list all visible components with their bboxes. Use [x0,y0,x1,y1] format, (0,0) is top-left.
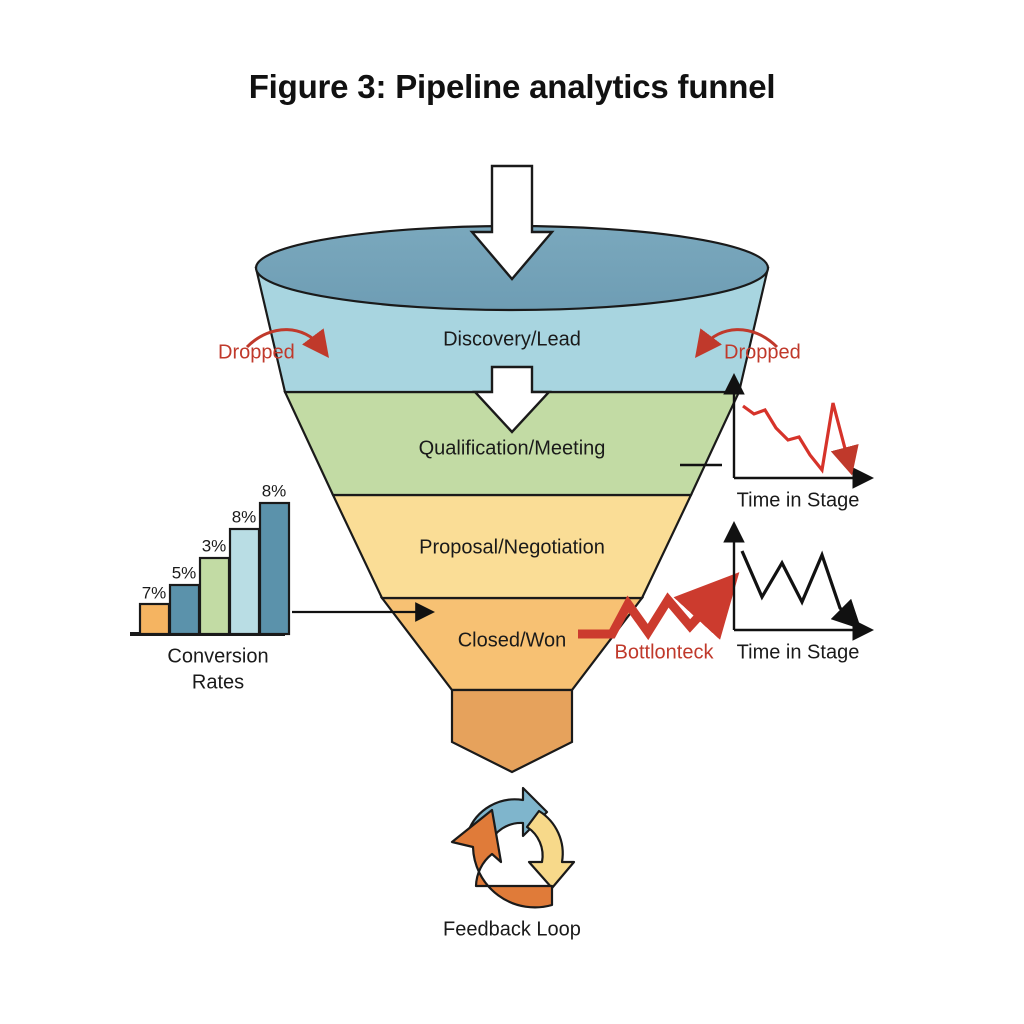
funnel-stage-label-4: Closed/Won [458,629,567,651]
bar-value-1: 7% [142,583,167,602]
top-chart-line [742,402,859,476]
time-in-stage-chart-bottom: Time in Stage [723,521,874,663]
funnel-stage-label-1: Discovery/Lead [443,328,581,350]
bar-3[interactable] [198,556,231,636]
funnel-spout [450,688,574,774]
bar-2[interactable] [168,583,201,636]
funnel-graphic: Discovery/Lead Qualification/Meeting Pro… [254,164,770,774]
bottom-chart-caption: Time in Stage [737,641,860,663]
bar-4[interactable] [228,527,261,636]
feedback-loop-label: Feedback Loop [443,918,581,940]
bottleneck-zigzag-icon [578,572,740,641]
feedback-arc-yellow [525,809,576,890]
feedback-arc-orange [450,808,554,909]
feedback-loop-icon[interactable]: Feedback Loop [443,786,581,940]
bar-value-5: 8% [262,481,287,500]
bottleneck-label: Bottlonteck [615,641,715,663]
inflow-arrow-top [469,164,555,281]
conversion-rates-bar-chart: 7% 5% 3% 8% 8% Conversion Rates [130,481,435,693]
bar-value-4: 8% [232,507,257,526]
funnel-stage-label-3: Proposal/Negotiation [419,536,605,558]
page-title: Figure 3: Pipeline analytics funnel [248,68,776,105]
dropped-arrow-left-icon [245,328,330,358]
dropped-arrow-right-icon [694,328,779,358]
dropped-label-right: Dropped [724,341,801,363]
dropped-annotation-right: Dropped [694,328,801,363]
inflow-arrow-second [472,365,552,434]
bottleneck-annotation: Bottlonteck [578,572,740,663]
bar-5[interactable] [258,501,291,636]
bar-value-2: 5% [172,563,197,582]
funnel-stage-label-2: Qualification/Meeting [419,437,606,459]
dropped-label-left: Dropped [218,341,295,363]
bottom-chart-line [740,550,862,630]
dropped-annotation-left: Dropped [218,328,330,363]
bar-1[interactable] [138,602,171,636]
time-in-stage-chart-top: Time in Stage [680,373,874,511]
bar-chart-caption-line-2: Rates [192,671,244,693]
bar-value-3: 3% [202,536,227,555]
top-chart-caption: Time in Stage [737,489,860,511]
bar-chart-caption-line-1: Conversion [167,645,268,667]
